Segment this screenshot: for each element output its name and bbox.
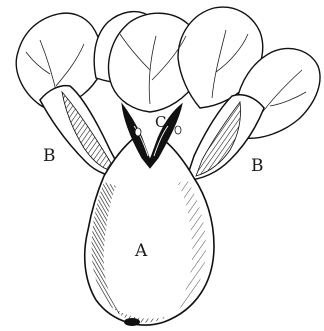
label-b-right: B bbox=[251, 156, 264, 176]
label-c: C bbox=[155, 113, 166, 131]
label-b-left: B bbox=[43, 146, 56, 166]
label-a: A bbox=[134, 241, 148, 261]
